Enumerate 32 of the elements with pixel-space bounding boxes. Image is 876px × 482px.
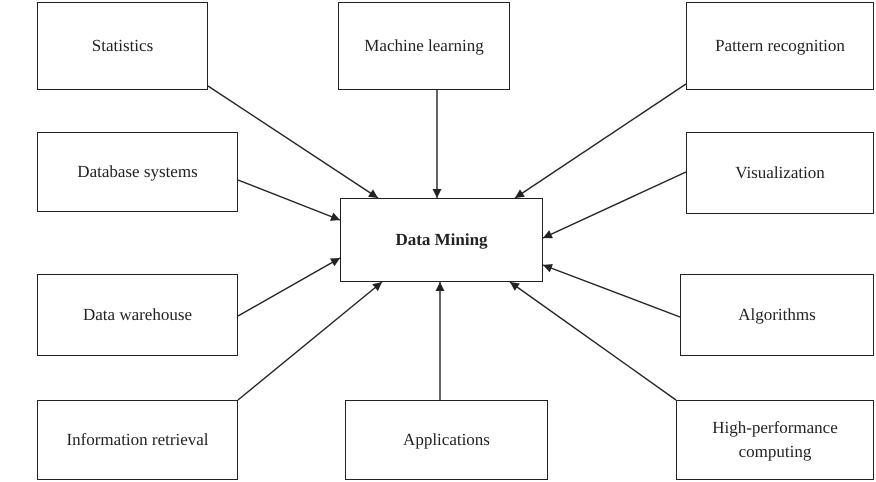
topic-box	[37, 2, 208, 90]
box-label: Data Mining	[395, 229, 488, 252]
box-label: Pattern recognition	[715, 35, 845, 58]
topic-box	[686, 2, 874, 90]
topic-box	[345, 400, 548, 480]
central-box	[340, 198, 543, 282]
topic-box	[338, 2, 510, 90]
box-label: Database systems	[77, 161, 198, 184]
arrow	[514, 83, 686, 199]
box-label: Information retrieval	[66, 429, 209, 452]
topic-box	[37, 274, 238, 356]
arrow	[238, 257, 340, 317]
topic-box	[37, 400, 238, 480]
box-label: Statistics	[92, 35, 154, 58]
topic-box	[680, 274, 874, 356]
box-label: High-performance computing	[711, 417, 839, 463]
box-label: Visualization	[735, 162, 825, 184]
topic-box	[686, 132, 874, 214]
arrow	[510, 281, 676, 401]
topic-box	[37, 132, 238, 212]
arrow	[542, 264, 680, 318]
arrow	[238, 179, 340, 221]
box-label: Data warehouse	[82, 304, 192, 326]
arrow	[436, 282, 444, 400]
box-label: Algorithms	[738, 304, 816, 326]
box-label: Machine learning	[364, 35, 484, 58]
arrow	[208, 85, 378, 199]
box-label: Applications	[403, 429, 490, 452]
arrow	[238, 281, 382, 401]
topic-box	[676, 400, 874, 480]
arrow	[542, 171, 686, 239]
arrow	[432, 90, 442, 198]
